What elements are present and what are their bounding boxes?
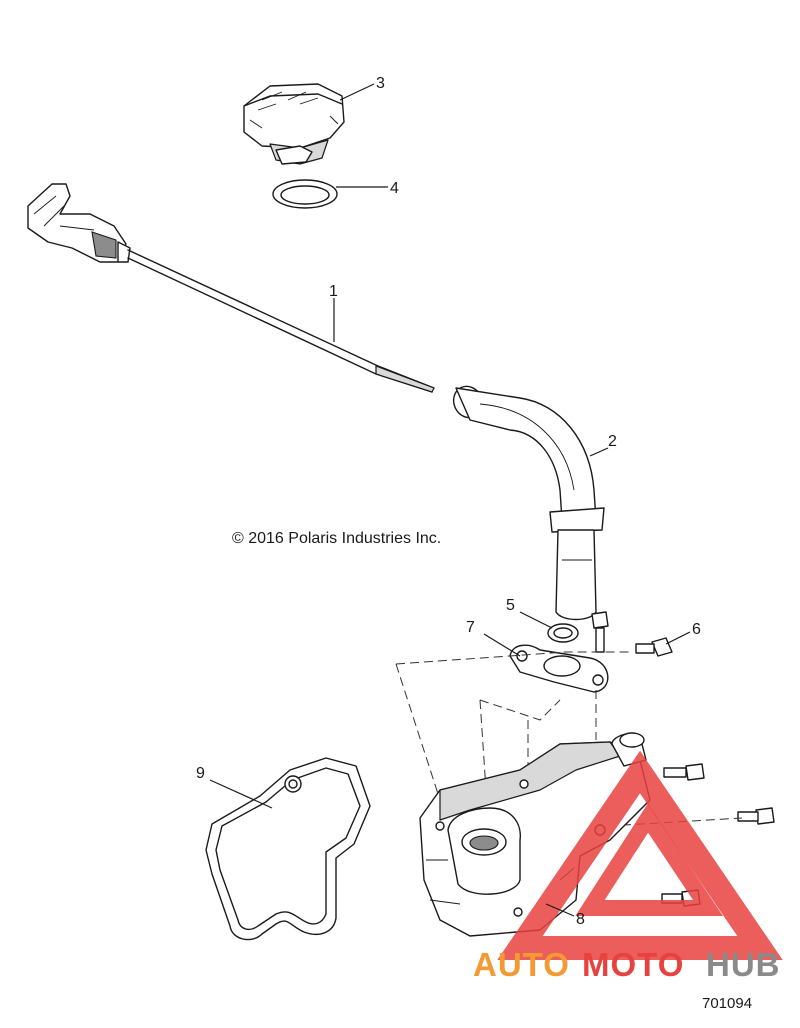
watermark-logo: AUTO MOTO HUB <box>473 750 783 983</box>
watermark-hub: HUB <box>706 946 781 983</box>
callout-8: 8 <box>576 911 585 928</box>
callout-2: 2 <box>608 433 617 450</box>
cover-bolt-middle <box>737 807 775 825</box>
tube-flange <box>509 644 609 693</box>
flange-bolt-vertical <box>591 611 609 653</box>
callout-1: 1 <box>329 283 338 300</box>
figure-number: 701094 <box>702 995 752 1012</box>
callout-6: 6 <box>692 621 701 638</box>
dipstick-tube <box>452 385 605 621</box>
flange-bolt-6 <box>635 637 673 657</box>
callout-3: 3 <box>376 75 385 92</box>
oil-filler-cap <box>243 83 345 165</box>
callout-5: 5 <box>506 597 515 614</box>
callout-7: 7 <box>466 619 475 636</box>
cover-gasket <box>205 757 371 941</box>
watermark-auto: AUTO <box>473 946 570 983</box>
assembly-lines <box>395 651 743 827</box>
watermark-moto: MOTO <box>582 946 684 983</box>
callout-4: 4 <box>390 180 399 197</box>
cover-bolt-upper <box>663 763 705 781</box>
dipstick <box>27 183 435 393</box>
leader-lines <box>209 83 691 917</box>
tube-o-ring <box>547 623 579 643</box>
copyright-notice: © 2016 Polaris Industries Inc. <box>232 530 441 547</box>
valve-cover <box>419 732 651 937</box>
callout-9: 9 <box>196 765 205 782</box>
cap-o-ring <box>272 179 338 209</box>
